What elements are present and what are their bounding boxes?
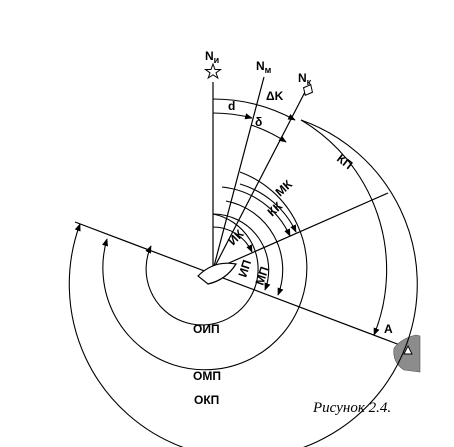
compass-correction-arc	[212, 98, 296, 121]
landmark-icon	[393, 334, 421, 373]
figure-caption: Рисунок 2.4.	[312, 400, 391, 416]
bearing-line	[74, 221, 401, 346]
declination-label: d	[228, 99, 235, 113]
magnetic-meridian-line	[212, 76, 265, 271]
magnetic-bearing-arc	[225, 200, 284, 296]
reverse-true-bearing-label: ОИП	[193, 322, 220, 336]
magnetic-course-arc	[221, 186, 291, 237]
diamond-icon	[302, 83, 314, 97]
reverse-magnetic-bearing-arc	[102, 171, 308, 371]
reverse-compass-bearing-arc	[68, 119, 418, 447]
star-icon	[203, 62, 223, 80]
ship-icon	[197, 262, 237, 285]
compass-north-label: Nк	[298, 71, 312, 87]
compass-bearing-label: КП	[334, 151, 355, 172]
reverse-compass-bearing-label: ОКП	[194, 393, 219, 407]
magnetic-north-label: Nм	[256, 59, 272, 75]
reverse-magnetic-bearing-label: ОМП	[193, 369, 221, 383]
compass-course-arc	[239, 183, 297, 233]
true-bearing-label: ИП	[236, 258, 255, 279]
deviation-arc	[250, 124, 287, 143]
true-north-label: Nи	[205, 49, 219, 65]
true-course-arc	[212, 226, 253, 253]
magnetic-course-label: МК	[273, 177, 296, 199]
deviation-label: δ	[255, 115, 262, 129]
magnetic-bearing-label: МП	[253, 265, 272, 287]
compass-correction-label: ΔK	[266, 89, 284, 103]
landmark-label: A	[384, 322, 393, 336]
declination-arc	[212, 112, 253, 120]
compass-bearing-arc	[300, 119, 388, 336]
true-bearing-arc	[212, 213, 271, 291]
reverse-true-bearing-arc	[145, 213, 259, 326]
